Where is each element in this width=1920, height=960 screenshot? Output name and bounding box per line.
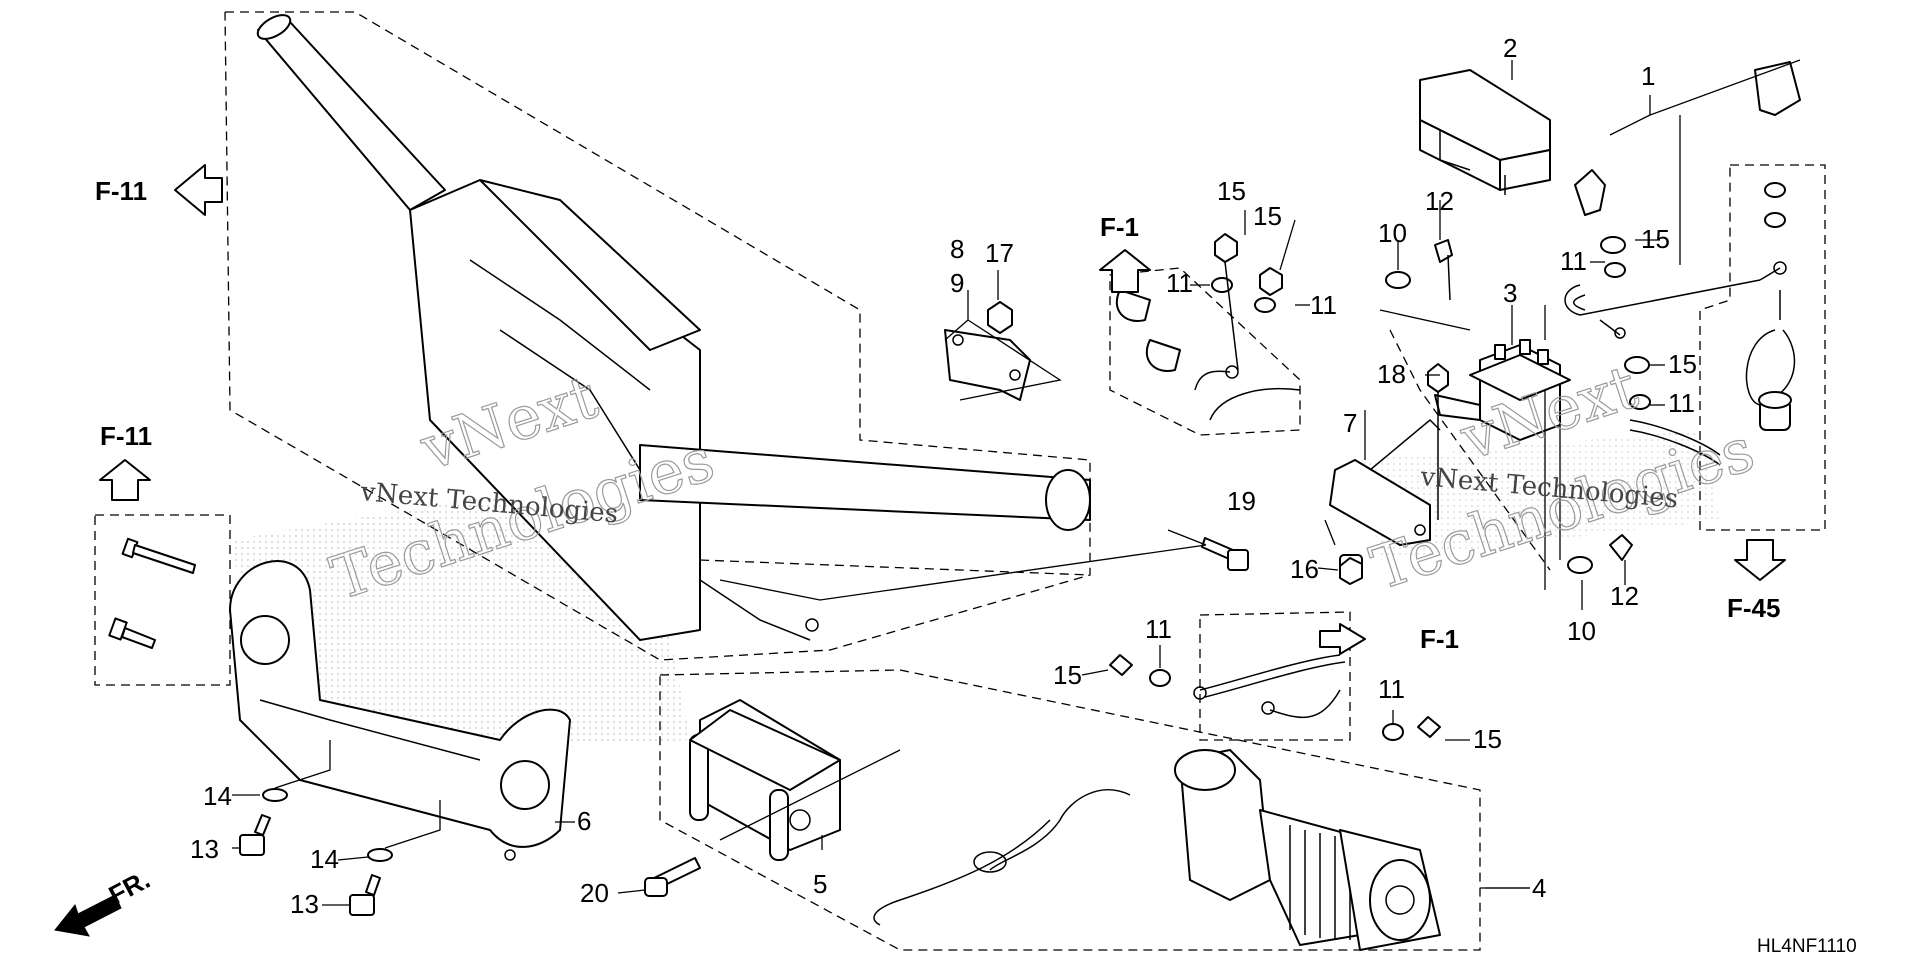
- callout: 6: [577, 806, 591, 836]
- front-arrow: [54, 894, 122, 937]
- part-bolts-13-14: [239, 788, 393, 916]
- callout: 16: [1290, 554, 1319, 584]
- callout: 11: [1378, 674, 1405, 704]
- callout: 15: [1053, 660, 1082, 690]
- callout: 19: [1227, 486, 1256, 516]
- part-bolt-18: [1427, 363, 1449, 520]
- callout: 18: [1377, 359, 1406, 389]
- assembly-boundaries: [94, 11, 1826, 951]
- callout: 12: [1425, 186, 1454, 216]
- ref-f1-mid-label: F-1: [1420, 624, 1459, 654]
- part-bolt-19: [1201, 537, 1249, 571]
- callout: 1: [1641, 61, 1655, 91]
- callout: 10: [1567, 616, 1596, 646]
- ref-f45-label: F-45: [1727, 593, 1780, 623]
- ref-f1-top-label: F-1: [1100, 212, 1139, 242]
- callout: 11: [1166, 268, 1193, 298]
- callout: 9: [950, 268, 964, 298]
- callout: 12: [1610, 581, 1639, 611]
- leader-lines: [232, 59, 1801, 906]
- ref-f11-top-label: F-11: [95, 176, 147, 206]
- arrow-f11-left: [99, 459, 151, 501]
- part-battery-cable: [1564, 61, 1801, 466]
- part-winch: [873, 749, 1441, 951]
- part-small-bracket: [944, 301, 1031, 401]
- callout: 15: [1253, 201, 1282, 231]
- part-winch-cables: [1109, 654, 1441, 741]
- callout: 11: [1310, 290, 1337, 320]
- part-hardware-stack: [1211, 182, 1786, 574]
- part-nut-16: [1339, 557, 1363, 585]
- part-relay: [1434, 339, 1571, 441]
- callout: 11: [1668, 388, 1695, 418]
- callout: 4: [1532, 873, 1546, 903]
- callout: 5: [813, 869, 827, 899]
- callout: 13: [290, 889, 319, 919]
- part-frame-pipe: [256, 14, 1091, 641]
- callout: 7: [1343, 408, 1357, 438]
- callout: 11: [1560, 246, 1587, 276]
- callout: 14: [203, 781, 232, 811]
- part-long-bolt: [108, 537, 196, 649]
- callout: 15: [1668, 349, 1697, 379]
- arrow-f1-top: [1099, 249, 1151, 293]
- ref-f11-left-label: F-11: [100, 421, 152, 451]
- callout: 3: [1503, 278, 1517, 308]
- callout: 13: [190, 834, 219, 864]
- callout: 20: [580, 878, 609, 908]
- callout: 14: [310, 844, 339, 874]
- callout: 10: [1378, 218, 1407, 248]
- part-cover: [1419, 69, 1551, 195]
- arrow-f1-mid: [1319, 623, 1366, 655]
- callout: 17: [985, 238, 1014, 268]
- callout: 15: [1641, 224, 1670, 254]
- callout: 8: [950, 234, 964, 264]
- diagram-code: HL4NF1110: [1757, 936, 1857, 957]
- callout-numbers: 1 2 3 4 5 6 7 8 9 10 10 11 11 11 11 11 1…: [190, 33, 1697, 919]
- callout: 11: [1145, 614, 1172, 644]
- part-starter-wires: [1115, 289, 1301, 421]
- callout: 15: [1217, 176, 1246, 206]
- callout: 2: [1503, 33, 1517, 63]
- ref-arrows: [54, 164, 1786, 937]
- part-roller-fairlead: [644, 699, 841, 897]
- callout: 15: [1473, 724, 1502, 754]
- arrow-f45: [1734, 539, 1786, 581]
- arrow-f11-top: [174, 164, 223, 216]
